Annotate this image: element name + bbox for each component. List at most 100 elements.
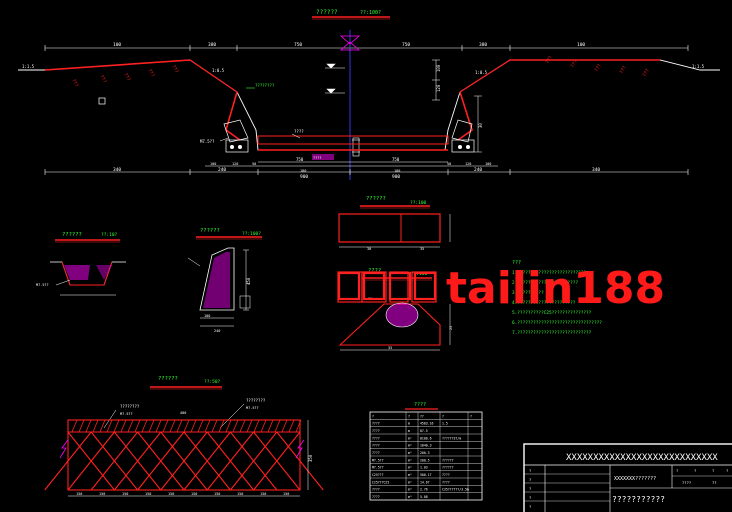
lattice-diagonal-offset bbox=[90, 431, 139, 491]
centerline-marker-bottom bbox=[339, 41, 361, 51]
detail-c-dim-2: 35 bbox=[420, 247, 424, 251]
lattice-hatch-line bbox=[190, 419, 197, 433]
lattice-hatch-line bbox=[253, 419, 260, 433]
title-block-frame bbox=[523, 443, 732, 512]
watermark: tailin188 bbox=[337, 263, 665, 314]
lattice-hatch-line bbox=[232, 419, 239, 433]
lattice-hatch-line bbox=[267, 419, 274, 433]
main-section-scale: ??:100? bbox=[360, 10, 381, 16]
quantity-table-cell: m³ bbox=[408, 473, 412, 477]
lattice-hatch-line bbox=[155, 419, 162, 433]
top-dim-6: 100 bbox=[577, 42, 585, 48]
quantity-table-cell: m³ bbox=[408, 466, 412, 470]
right-slope-marks: ??? ??? ??? ??? ??? bbox=[545, 55, 651, 78]
main-cross-section: ?????? ??:100? 100 380 750 750 380 100 1… bbox=[18, 9, 720, 180]
left-slope-red bbox=[44, 59, 191, 71]
svg-text:???: ??? bbox=[146, 68, 155, 78]
svg-text:120: 120 bbox=[465, 162, 471, 166]
lattice-hatch-line bbox=[274, 419, 281, 433]
svg-text:150: 150 bbox=[122, 492, 128, 496]
detail-b-small-rect bbox=[239, 295, 251, 309]
right-inner-slope-red bbox=[457, 91, 473, 141]
detail-b-leader bbox=[187, 257, 201, 267]
detail-b-dim-3: 450 bbox=[246, 277, 251, 285]
quantity-table-cell: 200.3 bbox=[420, 451, 430, 455]
svg-text:150: 150 bbox=[283, 492, 289, 496]
note-line-2: 2.??????????????????????? bbox=[512, 280, 578, 286]
quantity-table-cell: m³ bbox=[408, 444, 412, 448]
svg-text:150: 150 bbox=[260, 492, 266, 496]
lattice-callout-2: ???????? bbox=[246, 398, 266, 403]
svg-text:???: ??? bbox=[70, 78, 79, 88]
quantity-table-cell: ???? bbox=[372, 495, 380, 499]
quantity-table-cell: m bbox=[408, 422, 410, 426]
main-green-callout: ???????? bbox=[255, 83, 275, 88]
lattice-right-dim: 350 bbox=[308, 454, 313, 462]
svg-text:150: 150 bbox=[191, 492, 197, 496]
main-section-title: ?????? bbox=[316, 9, 338, 16]
svg-text:???: ??? bbox=[642, 68, 651, 78]
quantity-table-cell: M7.5?? bbox=[372, 466, 384, 470]
point-marker-square bbox=[98, 97, 106, 105]
detail-b-title: ?????? bbox=[200, 228, 220, 234]
title-block-left-cells: ? ? ? ? ? bbox=[529, 468, 531, 509]
detail-b-wall-fill bbox=[203, 252, 230, 308]
lattice-top-hatch bbox=[71, 419, 302, 433]
title-block: XXXXXXXXXXXXXXXXXXXXXXXXXXXX XXXXXXX????… bbox=[523, 443, 732, 512]
svg-text:?: ? bbox=[529, 504, 531, 509]
title-block-left-rows bbox=[524, 473, 610, 502]
detail-d-stone-outline bbox=[385, 302, 419, 328]
detail-a: ?????? ??:10? M7.5?? bbox=[36, 232, 126, 296]
quantity-table-cell: ?????? bbox=[442, 458, 454, 462]
detail-b: ?????? ??:100? 450 100 240 bbox=[187, 228, 262, 333]
lattice-diagonal bbox=[253, 431, 301, 491]
quantity-table-cell: 1.03 bbox=[420, 466, 428, 470]
quantity-table-cell: m³ bbox=[408, 458, 412, 462]
lattice-leader-2 bbox=[219, 403, 245, 429]
lattice-break-marks bbox=[59, 439, 305, 459]
quantity-table-cell: ???? bbox=[442, 480, 450, 484]
svg-text:100: 100 bbox=[210, 162, 216, 166]
quantity-table-cell: M7.5?? bbox=[372, 458, 384, 462]
lattice-hatch-line bbox=[78, 419, 85, 433]
svg-text:340: 340 bbox=[113, 167, 121, 173]
lattice-hatch-line bbox=[106, 419, 113, 433]
detail-d-dim-3: 25 bbox=[449, 326, 453, 330]
lattice-hatch-line bbox=[281, 419, 288, 433]
main-bottom-label: ???? bbox=[313, 156, 321, 160]
bottom-dims: 340 240 900 900 240 340 bbox=[113, 167, 600, 180]
left-slope-marks: ??? ??? ??? ??? ??? bbox=[70, 64, 179, 88]
bottom-dimension-ticks bbox=[44, 169, 689, 175]
quantity-table-cell: 5.08 bbox=[420, 495, 428, 499]
right-upper-slope-red bbox=[459, 59, 511, 93]
detail-a-scale: ??:10? bbox=[101, 232, 118, 238]
detail-b-scale: ??:100? bbox=[242, 231, 261, 237]
top-dim-3: 750 bbox=[294, 42, 302, 48]
title-block-right-labels: ? ? ? ? ???? ?? bbox=[676, 468, 728, 485]
lattice-hatch-line bbox=[211, 419, 218, 433]
svg-text:?: ? bbox=[676, 468, 678, 473]
detail-b-wall-outline bbox=[199, 247, 235, 311]
title-block-project: XXXXXXXXXXXXXXXXXXXXXXXXXXXX bbox=[566, 453, 718, 463]
lattice-sub-label-1: M7.5?? bbox=[120, 412, 133, 416]
quantity-table-header-cell: ? bbox=[408, 414, 410, 418]
lattice-hatch-line bbox=[99, 419, 106, 433]
quantity-table-cell: m bbox=[408, 429, 410, 433]
quantity-table-cell: 500.17 bbox=[420, 473, 432, 477]
lattice-hatch-line bbox=[239, 419, 246, 433]
lattice-hatch-line bbox=[183, 419, 190, 433]
detail-d-title: ???? bbox=[368, 268, 381, 274]
quantity-table-cell: C25??? bbox=[372, 473, 384, 477]
quantity-table-cell: m³ bbox=[408, 488, 412, 492]
svg-text:900: 900 bbox=[300, 174, 308, 180]
quantity-table-cell: m³ bbox=[408, 451, 412, 455]
height-dim-1: 100 bbox=[436, 64, 441, 72]
quantity-table-cell: ???? bbox=[442, 473, 450, 477]
center-label-leader bbox=[291, 133, 301, 139]
svg-text:120: 120 bbox=[232, 162, 238, 166]
svg-text:180: 180 bbox=[394, 169, 400, 173]
top-dim-2: 380 bbox=[208, 42, 216, 48]
main-left-label: M7.5?? bbox=[200, 139, 215, 144]
